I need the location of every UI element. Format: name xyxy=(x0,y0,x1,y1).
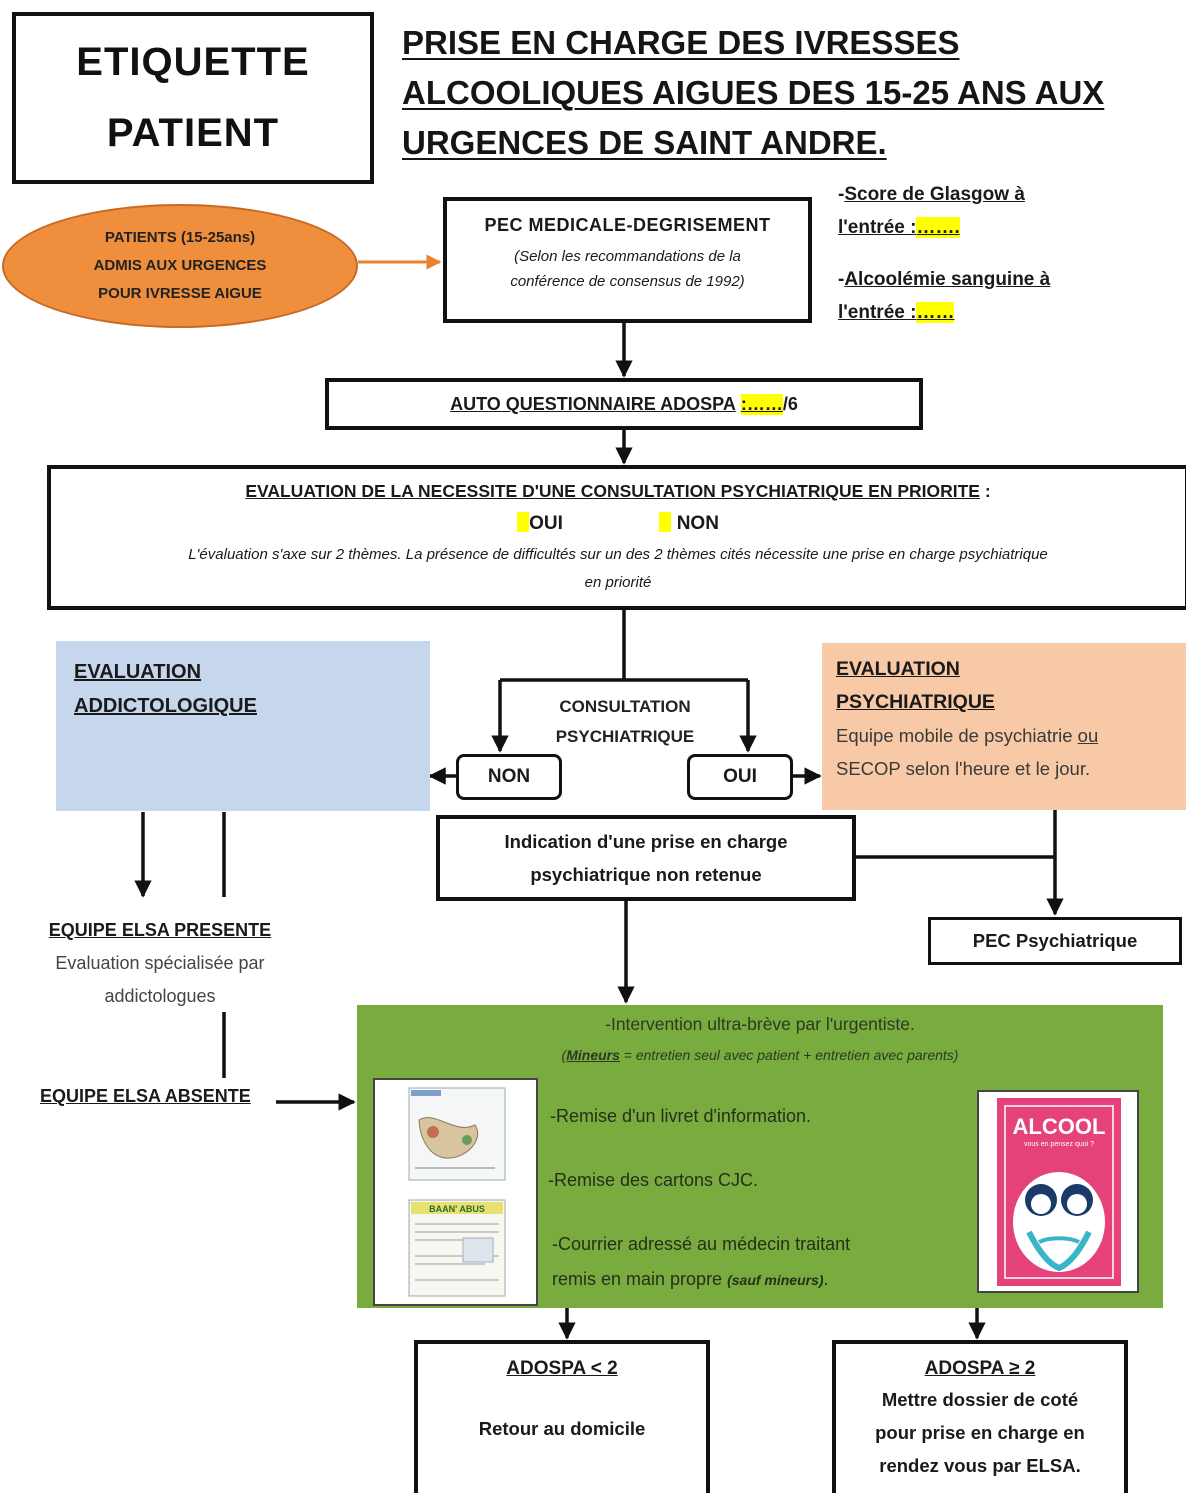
item-courrier-line2: remis en main propre xyxy=(552,1269,728,1289)
poster-subtitle: vous en pensez quoi ? xyxy=(1024,1141,1094,1148)
page-title: PRISE EN CHARGE DES IVRESSES ALCOOLIQUES… xyxy=(402,18,1172,168)
poster-title: ALCOOL xyxy=(1013,1114,1106,1139)
glasgow-label2: l'entrée : xyxy=(838,217,917,238)
mineurs-text: = entretien seul avec patient + entretie… xyxy=(619,1047,959,1063)
non-option: NON xyxy=(676,513,719,534)
pec-medicale-box: PEC MEDICALE-DEGRISEMENT (Selon les reco… xyxy=(443,197,812,323)
patients-ellipse: PATIENTS (15-25ans) ADMIS AUX URGENCES P… xyxy=(2,204,358,328)
adospa-questionnaire-box: AUTO QUESTIONNAIRE ADOSPA :……/6 xyxy=(325,378,923,430)
non-button[interactable]: NON xyxy=(456,754,562,800)
glasgow-blank[interactable]: ……. xyxy=(916,217,960,238)
elsa-presente-text2: addictologues xyxy=(104,986,216,1006)
patients-line1: PATIENTS (15-25ans) xyxy=(104,229,256,246)
adospa-suffix: /6 xyxy=(782,393,798,414)
alcool-label1: Alcoolémie sanguine à xyxy=(844,269,1051,290)
psy-text2: SECOP selon l'heure et le jour. xyxy=(836,758,1091,779)
title-line3: URGENCES DE SAINT ANDRE. xyxy=(402,124,887,161)
addicto-line2: ADDICTOLOGIQUE xyxy=(74,695,257,717)
alcoolemie-field: -Alcoolémie sanguine à l'entrée :…… xyxy=(838,263,1050,329)
glasgow-score-field: -Score de Glasgow à l'entrée :……. xyxy=(838,178,1025,244)
adospa-low-box: ADOSPA < 2 Retour au domicile xyxy=(414,1340,710,1493)
mineurs-paren: ( xyxy=(561,1047,567,1063)
item-courrier-dot: . xyxy=(823,1269,829,1289)
alcool-poster-icon: ALCOOL vous en pensez quoi ? xyxy=(997,1098,1121,1286)
indication-line2: psychiatrique non retenue xyxy=(530,864,762,885)
evaluation-title: EVALUATION DE LA NECESSITE D'UNE CONSULT… xyxy=(245,481,980,501)
pec-medicale-subtitle1: (Selon les recommandations de la xyxy=(514,248,741,265)
item-courrier: -Courrier adressé au médecin traitant re… xyxy=(552,1227,850,1298)
pec-psychiatrique-box: PEC Psychiatrique xyxy=(928,917,1182,965)
consult-line1: CONSULTATION xyxy=(559,697,691,716)
alcool-blank[interactable]: …… xyxy=(916,302,955,323)
glasgow-dash: - xyxy=(838,184,845,205)
mineurs-label: Mineurs xyxy=(566,1047,620,1063)
consult-line2: PSYCHIATRIQUE xyxy=(555,727,695,746)
pec-medicale-subtitle2: conférence de consensus de 1992) xyxy=(510,273,745,290)
evaluation-psychiatrique-panel: EVALUATION PSYCHIATRIQUE Equipe mobile d… xyxy=(822,643,1186,810)
patients-line2: ADMIS AUX URGENCES xyxy=(93,257,267,274)
adospa-high-text3: rendez vous par ELSA. xyxy=(879,1455,1081,1476)
patients-line3: POUR IVRESSE AIGUE xyxy=(98,285,262,302)
adospa-blank[interactable]: :…… xyxy=(740,393,783,415)
evaluation-note1: L'évaluation s'axe sur 2 thèmes. La prés… xyxy=(188,546,1048,563)
oui-checkbox[interactable] xyxy=(517,512,530,532)
item-livret: -Remise d'un livret d'information. xyxy=(550,1106,811,1126)
leaflet-illustration-icon: BAAN' ABUS xyxy=(408,1087,506,1297)
item-courrier-sauf: (sauf mineurs) xyxy=(727,1272,824,1288)
etiquette-line2: PATIENT xyxy=(106,111,280,155)
evaluation-box: EVALUATION DE LA NECESSITE D'UNE CONSULT… xyxy=(47,465,1186,610)
psy-line2: PSYCHIATRIQUE xyxy=(836,691,995,713)
adospa-label: AUTO QUESTIONNAIRE ADOSPA xyxy=(450,393,736,414)
psy-text1b: ou xyxy=(1077,725,1099,746)
patient-label-box: ETIQUETTE PATIENT xyxy=(12,12,374,184)
adospa-high-text2: pour prise en charge en xyxy=(875,1422,1085,1443)
evaluation-choices: OUI NON xyxy=(51,512,1185,535)
adospa-low-title: ADOSPA < 2 xyxy=(506,1358,618,1379)
pec-medicale-title: PEC MEDICALE-DEGRISEMENT xyxy=(484,215,771,235)
leaflet-images: BAAN' ABUS xyxy=(373,1078,538,1306)
alcool-poster: ALCOOL vous en pensez quoi ? xyxy=(977,1090,1139,1293)
consultation-psychiatrique-label: CONSULTATION PSYCHIATRIQUE xyxy=(530,692,720,752)
alcool-dash: - xyxy=(838,269,845,290)
indication-non-retenue-box: Indication d'une prise en charge psychia… xyxy=(436,815,856,901)
item-cjc: -Remise des cartons CJC. xyxy=(548,1170,759,1190)
elsa-presente-title: EQUIPE ELSA PRESENTE xyxy=(48,920,272,940)
item-courrier-line1: -Courrier adressé au médecin traitant xyxy=(552,1234,851,1254)
addicto-line1: EVALUATION xyxy=(74,661,202,683)
elsa-presente-text1: Evaluation spécialisée par xyxy=(55,953,265,973)
indication-line1: Indication d'une prise en charge xyxy=(504,831,788,852)
etiquette-line1: ETIQUETTE xyxy=(76,40,310,84)
glasgow-label1: Score de Glasgow à xyxy=(844,184,1025,205)
evaluation-addictologique-panel: EVALUATION ADDICTOLOGIQUE xyxy=(56,641,430,811)
alcool-label2: l'entrée : xyxy=(838,302,917,323)
evaluation-colon: : xyxy=(979,481,991,501)
title-line2: ALCOOLIQUES AIGUES DES 15-25 ANS AUX xyxy=(402,74,1105,111)
non-checkbox[interactable] xyxy=(659,512,672,532)
adospa-high-title: ADOSPA ≥ 2 xyxy=(924,1358,1036,1379)
psy-line1: EVALUATION xyxy=(836,658,960,680)
oui-option: OUI xyxy=(529,513,563,534)
title-line1: PRISE EN CHARGE DES IVRESSES xyxy=(402,24,960,61)
evaluation-note2: en priorité xyxy=(584,574,652,591)
elsa-absente-label: EQUIPE ELSA ABSENTE xyxy=(40,1086,251,1106)
psy-text1a: Equipe mobile de psychiatrie xyxy=(836,725,1078,746)
adospa-low-text: Retour au domicile xyxy=(478,1418,646,1439)
leaflet-title: BAAN' ABUS xyxy=(429,1204,485,1214)
adospa-high-text1: Mettre dossier de coté xyxy=(881,1389,1079,1410)
adospa-high-box: ADOSPA ≥ 2 Mettre dossier de coté pour p… xyxy=(832,1340,1128,1493)
intervention-title: -Intervention ultra-brève par l'urgentis… xyxy=(605,1014,915,1034)
oui-button[interactable]: OUI xyxy=(687,754,793,800)
elsa-presente-block: EQUIPE ELSA PRESENTE Evaluation spéciali… xyxy=(20,914,300,1013)
intervention-mineurs: (Mineurs = entretien seul avec patient +… xyxy=(357,1047,1163,1063)
